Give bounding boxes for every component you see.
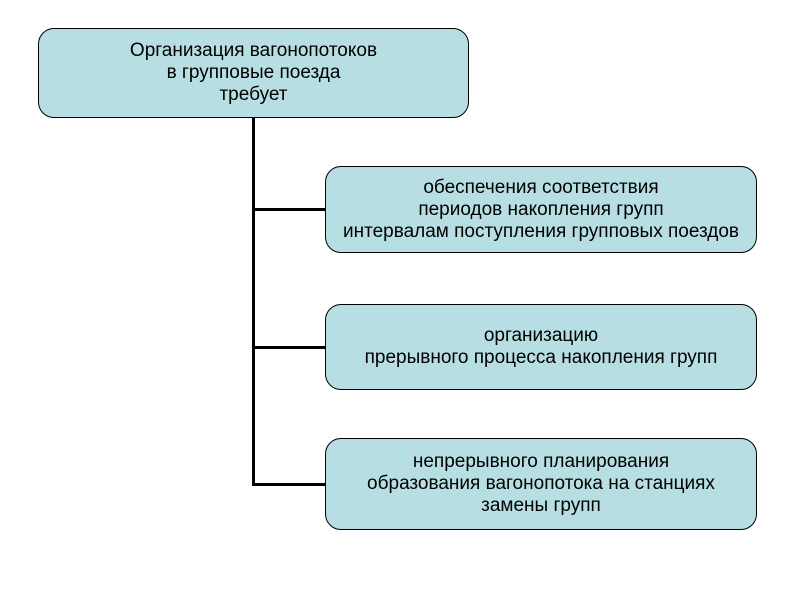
connector-branch-3 xyxy=(252,483,326,486)
connector-branch-1 xyxy=(252,208,326,211)
child-node-3-text: непрерывного планирования образования ва… xyxy=(367,451,715,516)
child-node-3: непрерывного планирования образования ва… xyxy=(325,438,757,530)
child-node-2: организацию прерывного процесса накоплен… xyxy=(325,304,757,390)
child-node-2-text: организацию прерывного процесса накоплен… xyxy=(364,325,718,368)
connector-branch-2 xyxy=(252,346,326,349)
root-node: Организация вагонопотоков в групповые по… xyxy=(38,28,469,118)
child-node-1-text: обеспечения соответствия периодов накопл… xyxy=(342,176,740,242)
child-node-1: обеспечения соответствия периодов накопл… xyxy=(325,166,757,253)
connector-vertical-trunk xyxy=(252,117,255,485)
root-node-text: Организация вагонопотоков в групповые по… xyxy=(129,40,378,105)
